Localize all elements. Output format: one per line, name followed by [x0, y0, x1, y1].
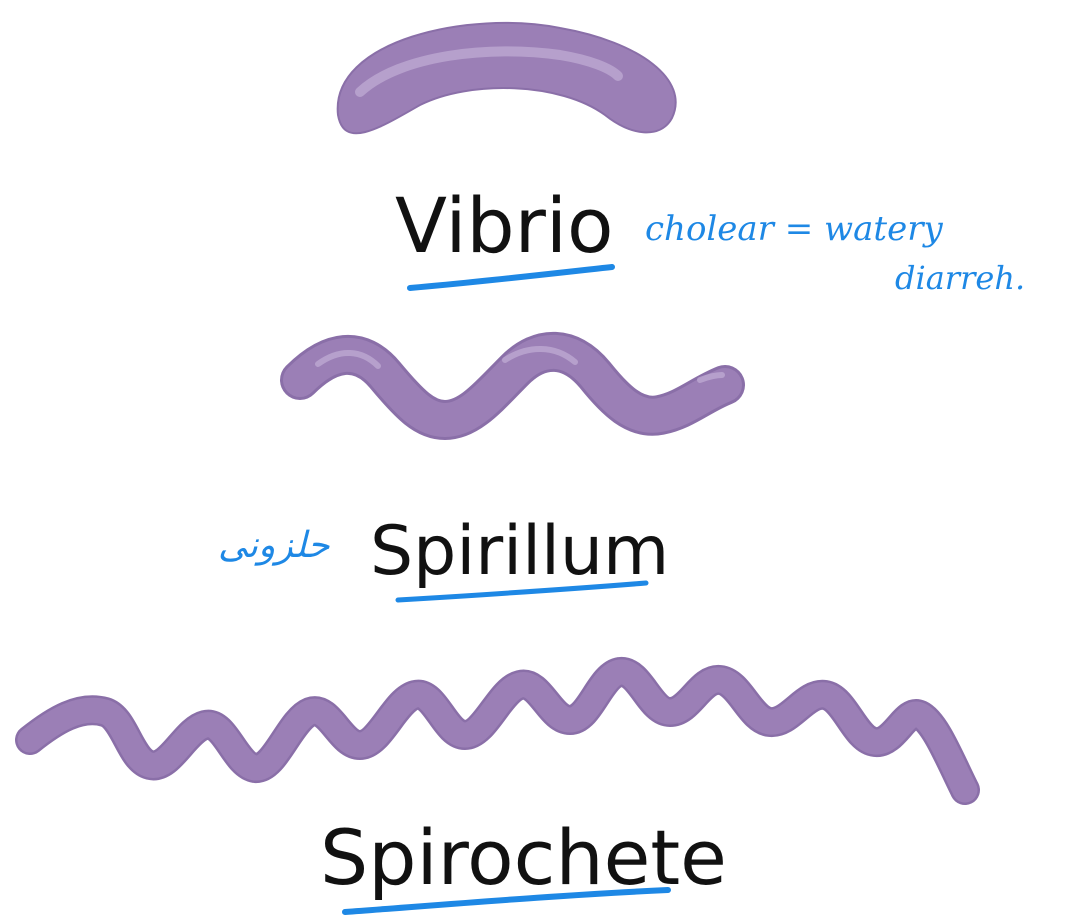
spirillum-annotation: حلزونى [218, 528, 329, 564]
spirillum-illustration [300, 349, 725, 420]
vibrio-annotation-line1: cholear = watery [645, 212, 943, 246]
spirillum-label: Spirillum [370, 518, 669, 586]
spirillum-body [300, 352, 725, 420]
spirochete-illustration [30, 672, 965, 790]
vibrio-label: Vibrio [395, 188, 614, 264]
vibrio-underline [410, 267, 612, 288]
spirochete-body [30, 672, 965, 790]
vibrio-annotation-line2: diarreh. [895, 262, 1025, 294]
spirochete-label: Spirochete [320, 820, 727, 896]
vibrio-illustration [338, 23, 676, 133]
